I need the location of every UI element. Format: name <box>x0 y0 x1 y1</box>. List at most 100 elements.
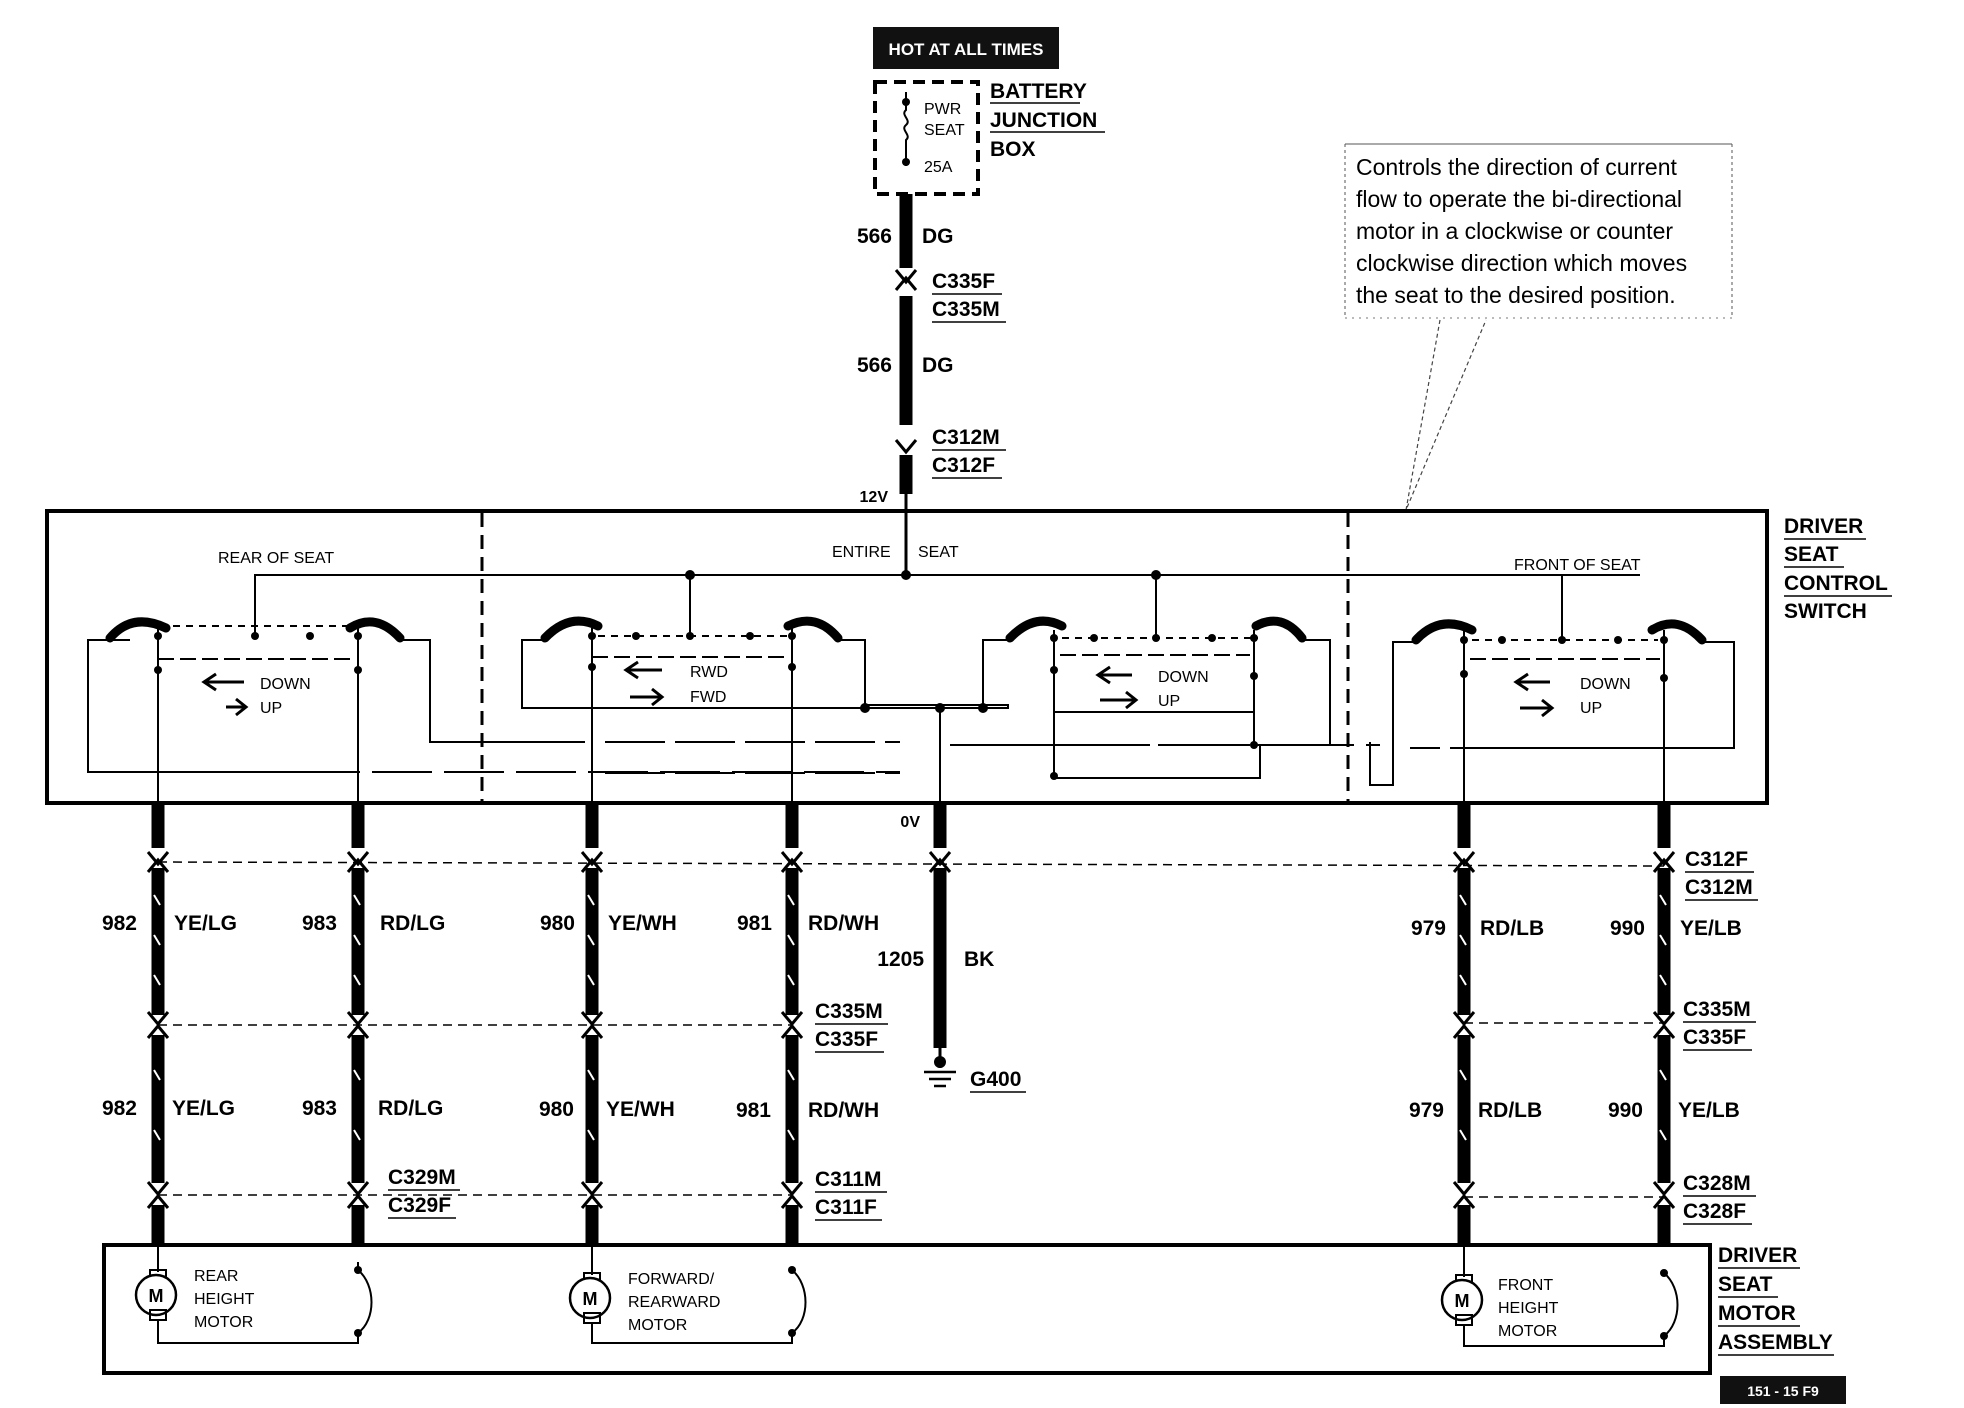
motor-assembly-title-4: ASSEMBLY <box>1718 1331 1833 1354</box>
rear-height-switch: DOWN UP <box>87 617 585 805</box>
wire-980-color: YE/WH <box>608 912 677 935</box>
wire-982-number-lower: 982 <box>102 1097 137 1120</box>
feed-wire-color-2: DG <box>922 354 954 377</box>
front-dir-down: DOWN <box>1580 676 1631 693</box>
wire-981-number: 981 <box>737 912 772 935</box>
front-motor-symbol: M <box>1455 1291 1470 1311</box>
note-line-2: flow to operate the bi-directional <box>1356 186 1682 212</box>
power-feed: HOT AT ALL TIMES PWR SEAT 25A BATTERY JU… <box>857 27 1105 575</box>
fuse-rating: 25A <box>924 159 953 176</box>
connector-c312m: C312M <box>932 426 1000 449</box>
figure-id-box <box>1720 1376 1846 1404</box>
wire-982-color-lower: YE/LG <box>172 1097 235 1120</box>
tilt-dir-up: UP <box>1158 693 1180 710</box>
wire-979-number: 979 <box>1411 917 1446 940</box>
note-leader <box>1405 319 1487 511</box>
connector-c311f: C311F <box>815 1196 877 1219</box>
front-height-switch: DOWN UP <box>1369 619 1735 805</box>
wire-979-color: RD/LB <box>1480 917 1544 940</box>
motor-assembly-title-3: MOTOR <box>1718 1302 1796 1325</box>
fore-aft-motor-label-3: MOTOR <box>628 1317 687 1334</box>
connector-c335f-mid: C335F <box>815 1028 878 1051</box>
fuse-name-2: SEAT <box>924 122 965 139</box>
hot-at-all-times-banner <box>873 27 1059 69</box>
ground-point-g400: G400 <box>970 1068 1021 1091</box>
wire-982-color: YE/LG <box>174 912 237 935</box>
front-height-motor: M FRONT HEIGHT MOTOR <box>1440 1245 1679 1347</box>
connector-c328m: C328M <box>1683 1172 1751 1195</box>
connector-c335f: C335F <box>932 270 995 293</box>
wire-983-number-lower: 983 <box>302 1097 337 1120</box>
wire-980-number-lower: 980 <box>539 1098 574 1121</box>
supply-voltage: 12V <box>860 489 889 506</box>
wire-981-color: RD/WH <box>808 912 879 935</box>
battery-junction-box-title-2: JUNCTION <box>990 109 1097 132</box>
motor-assembly-title-2: SEAT <box>1718 1273 1773 1296</box>
wire-979-number-lower: 979 <box>1409 1099 1444 1122</box>
rear-dir-down: DOWN <box>260 676 311 693</box>
fore-aft-motor-label-2: REARWARD <box>628 1294 720 1311</box>
ground-wire-number: 1205 <box>877 948 924 971</box>
wire-983-number: 983 <box>302 912 337 935</box>
section-entire-label: ENTIRE <box>832 544 891 561</box>
switch-housing <box>45 509 1769 805</box>
fore-aft-switch: RWD FWD <box>521 616 900 805</box>
rear-motor-label-1: REAR <box>194 1268 238 1285</box>
ground-voltage: 0V <box>900 814 920 831</box>
connector-c335m: C335M <box>932 298 1000 321</box>
driver-seat-control-switch: DRIVER SEAT CONTROL SWITCH REAR OF SEAT … <box>45 509 1892 805</box>
fore-aft-motor-label-1: FORWARD/ <box>628 1271 715 1288</box>
connector-c311m: C311M <box>815 1168 882 1191</box>
ground-circuit: 0V 1205 BK G400 <box>877 805 1026 1093</box>
rear-motor-label-3: MOTOR <box>194 1314 253 1331</box>
hot-at-all-times-label: HOT AT ALL TIMES <box>889 40 1044 59</box>
wire-981-number-lower: 981 <box>736 1099 771 1122</box>
motor-wiring: 982 YE/LG 983 RD/LG 980 YE/WH 981 RD/WH … <box>102 805 1758 1245</box>
wire-983-color-lower: RD/LG <box>378 1097 443 1120</box>
section-rear-of-seat: REAR OF SEAT <box>218 550 334 567</box>
wire-979-color-lower: RD/LB <box>1478 1099 1542 1122</box>
front-motor-label-1: FRONT <box>1498 1277 1553 1294</box>
connector-c329f: C329F <box>388 1194 451 1217</box>
connector-c312m-right: C312M <box>1685 876 1753 899</box>
wire-990-number: 990 <box>1610 917 1645 940</box>
ground-symbol <box>924 1070 956 1088</box>
feed-wire-number-2: 566 <box>857 354 892 377</box>
fuse-symbol <box>903 92 909 166</box>
wire-982-number: 982 <box>102 912 137 935</box>
switch-title-3: CONTROL <box>1784 572 1888 595</box>
wire-983-color: RD/LG <box>380 912 445 935</box>
note-line-4: clockwise direction which moves <box>1356 250 1687 276</box>
front-motor-label-3: MOTOR <box>1498 1323 1557 1340</box>
battery-junction-box-outline <box>873 80 980 196</box>
feed-wire-color-1: DG <box>922 225 954 248</box>
note-line-5: the seat to the desired position. <box>1356 282 1676 308</box>
section-front-of-seat: FRONT OF SEAT <box>1514 557 1641 574</box>
note-line-1: Controls the direction of current <box>1356 154 1677 180</box>
wire-990-color: YE/LB <box>1680 917 1742 940</box>
front-dir-up: UP <box>1580 700 1602 717</box>
motor-assembly-title-1: DRIVER <box>1718 1244 1797 1267</box>
switch-title-1: DRIVER <box>1784 515 1863 538</box>
wire-980-color-lower: YE/WH <box>606 1098 675 1121</box>
supply-bus <box>254 574 1640 640</box>
rear-height-motor: M REAR HEIGHT MOTOR <box>134 1245 373 1344</box>
connector-c312f-right: C312F <box>1685 848 1748 871</box>
fore-aft-dir-rwd: RWD <box>690 664 728 681</box>
tilt-switch: DOWN UP <box>950 616 1331 780</box>
wire-990-number-lower: 990 <box>1608 1099 1643 1122</box>
figure-id: 151 - 15 F9 <box>1747 1383 1819 1399</box>
switch-title-2: SEAT <box>1784 543 1839 566</box>
wire-981-color-lower: RD/WH <box>808 1099 879 1122</box>
rear-dir-up: UP <box>260 700 282 717</box>
rear-motor-symbol: M <box>149 1286 164 1306</box>
switch-title-4: SWITCH <box>1784 600 1867 623</box>
connector-c335m-mid: C335M <box>815 1000 883 1023</box>
battery-junction-box-title-1: BATTERY <box>990 80 1087 103</box>
fore-aft-dir-fwd: FWD <box>690 689 726 706</box>
fuse-name-1: PWR <box>924 101 961 118</box>
note-line-3: motor in a clockwise or counter <box>1356 218 1673 244</box>
fore-aft-motor-symbol: M <box>583 1289 598 1309</box>
forward-rearward-motor: M FORWARD/ REARWARD MOTOR <box>568 1245 807 1344</box>
